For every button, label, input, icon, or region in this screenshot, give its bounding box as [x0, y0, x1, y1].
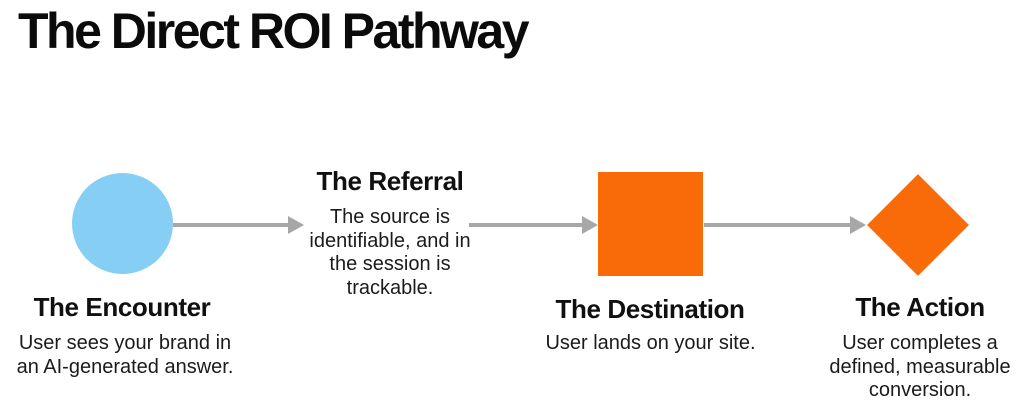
- arrow-line: [173, 223, 290, 227]
- step-description-action: User completes a defined, measurable con…: [829, 332, 1011, 402]
- step-label-encounter: The Encounter: [33, 292, 211, 322]
- step-label-destination: The Destination: [555, 294, 745, 324]
- arrow-head-icon: [850, 216, 866, 234]
- arrow-line: [469, 223, 583, 227]
- step-label-action: The Action: [855, 292, 985, 322]
- step-description-referral: The source is identifiable, and in the s…: [309, 206, 471, 299]
- step-description-encounter: User sees your brand in an AI-generated …: [16, 332, 234, 378]
- arrow-head-icon: [582, 216, 598, 234]
- arrow-line: [704, 223, 851, 227]
- step-description-destination: User lands on your site.: [545, 332, 756, 354]
- page-title: The Direct ROI Pathway: [18, 3, 530, 59]
- encounter-circle-shape: [72, 173, 173, 274]
- arrow-head-icon: [288, 216, 304, 234]
- destination-square-shape: [598, 172, 703, 276]
- step-label-referral: The Referral: [316, 166, 464, 196]
- action-diamond-shape: [867, 174, 969, 276]
